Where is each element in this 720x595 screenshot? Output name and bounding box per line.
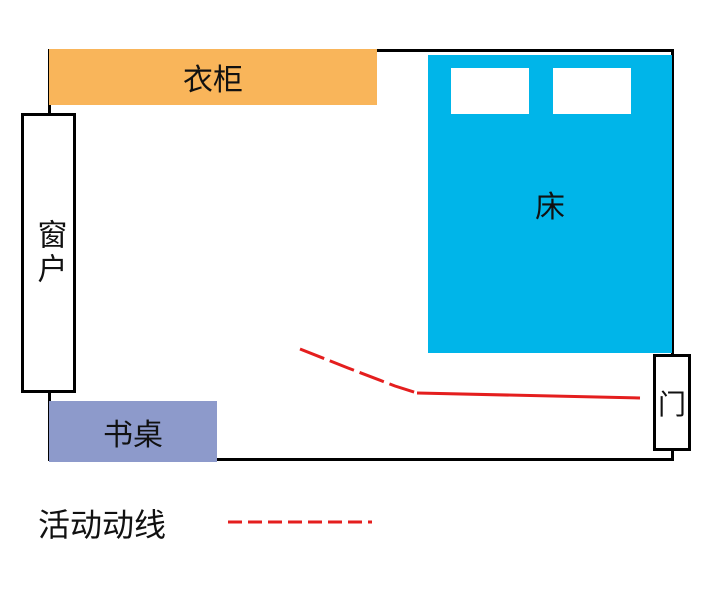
wardrobe: 衣柜 [49,49,377,105]
window-label: 窗户 [31,219,67,287]
legend-label: 活动动线 [38,506,167,544]
bed-label: 床 [535,190,565,225]
door-label: 门 [657,387,686,421]
desk-label: 书桌 [103,417,163,453]
door: 门 [653,354,691,451]
wardrobe-label: 衣柜 [183,63,243,98]
pillow-right [553,68,631,114]
bed: 床 [428,55,672,353]
desk: 书桌 [49,401,217,462]
window: 窗户 [21,113,76,393]
activity-path-solid [416,391,641,400]
activity-path-dashed [299,347,418,395]
pillow-left [451,68,529,114]
